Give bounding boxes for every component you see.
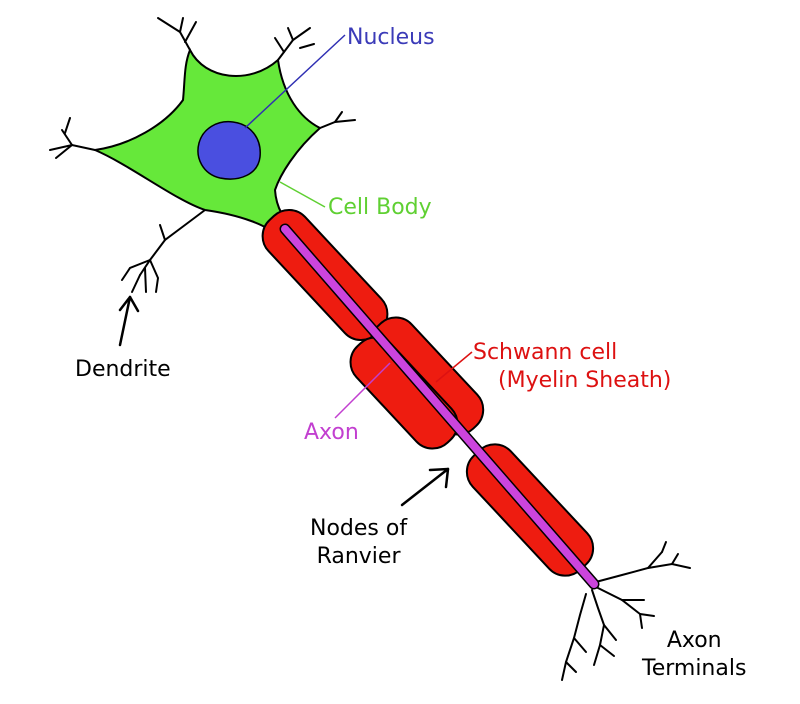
dendrites: [49, 17, 356, 293]
nucleus-leader-line: [244, 34, 346, 129]
schwann-leader-line: [435, 351, 473, 383]
axon-terminals-label: Axon Terminals: [642, 627, 746, 683]
nodes-of-ranvier-label: Nodes of Ranvier: [310, 515, 407, 571]
cell-body-label: Cell Body: [328, 195, 432, 220]
dendrite-arrow: [118, 295, 140, 347]
cell-body-leader-line: [279, 181, 326, 208]
schwann-cell-label: Schwann cell (Myelin Sheath): [473, 339, 671, 395]
axon-terminals: [561, 541, 691, 681]
schwann-cell-label-line1: Schwann cell: [473, 340, 618, 365]
schwann-cell-3: [349, 336, 459, 450]
nodes-of-ranvier-arrow: [400, 467, 450, 507]
nodes-label-line1: Nodes of: [310, 516, 408, 541]
dendrite-label: Dendrite: [75, 357, 171, 382]
axon-terminals-label-line2: Terminals: [642, 656, 747, 681]
axon-leader-line: [334, 362, 391, 419]
nucleus-label: Nucleus: [347, 25, 435, 50]
axon-label: Axon: [304, 420, 359, 445]
axon-terminals-label-line1: Axon: [666, 628, 722, 653]
nodes-label-line2: Ranvier: [316, 544, 401, 569]
nucleus: [197, 120, 261, 180]
schwann-cell-label-line2: (Myelin Sheath): [498, 368, 672, 393]
